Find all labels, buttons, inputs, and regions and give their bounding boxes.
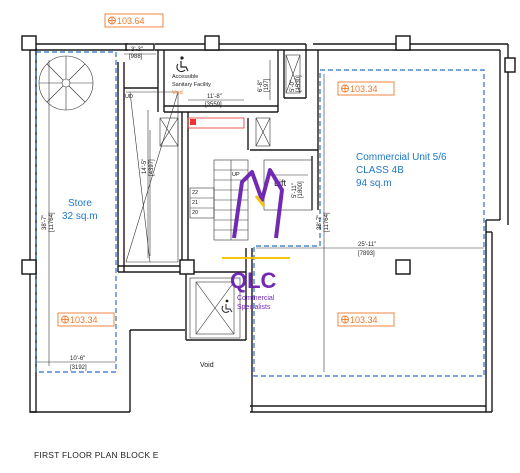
dim-d2: 11'-8" — [207, 94, 222, 100]
logo-line-1: Commercial — [237, 295, 275, 302]
qlc-logo: QLC Commercial Specialists — [222, 168, 290, 311]
commercial-unit-class: CLASS 4B — [356, 165, 404, 176]
outer-walls — [29, 43, 509, 413]
plan-caption: FIRST FLOOR PLAN BLOCK E — [34, 450, 159, 460]
dim-d3m: [197] — [264, 78, 270, 92]
store-name: Store — [68, 198, 92, 209]
level-top-text: 103.64 — [117, 16, 145, 26]
dim-d7: 38'-7" — [42, 215, 48, 230]
dim-d1m: [988] — [129, 54, 143, 60]
wheelchair-icon — [176, 56, 189, 73]
label-ud: UD — [125, 94, 133, 100]
unit-boundaries — [35, 51, 485, 377]
level-marker-left-bottom: 103.34 — [57, 312, 115, 327]
commercial-unit-name: Commercial Unit 5/6 — [356, 152, 447, 163]
sanitary-label-1: Accessible — [172, 74, 198, 80]
dim-d5: 14'-5" — [142, 159, 148, 174]
wheelchair-icon-2 — [221, 299, 233, 313]
dim-d3: 6'-8" — [258, 80, 264, 92]
spiral-stair — [38, 49, 94, 111]
logo-mark: QLC — [230, 268, 277, 293]
sanitary-note: Void — [172, 90, 183, 96]
dim-d4m: [1530] — [296, 75, 302, 92]
dim-d5m: [4397] — [149, 159, 155, 176]
dim-d8: 38'-7" — [317, 215, 323, 230]
dimensions: 3'-3" [988] 11'-8" [3559] 6'-8" [197] 5'… — [36, 47, 484, 372]
level-marker-right-top: 103.34 — [337, 81, 395, 96]
dim-d10m: [3192] — [70, 365, 87, 371]
inner-walls — [117, 50, 319, 412]
svg-text:22: 22 — [192, 190, 198, 196]
logo-line-2: Specialists — [237, 304, 271, 311]
level-left-bottom-text: 103.34 — [70, 315, 98, 325]
dim-d7m: [11764] — [49, 212, 55, 232]
lift-shaft — [189, 159, 313, 339]
level-marker-right-bottom: 103.34 — [337, 312, 395, 327]
level-right-bottom-text: 103.34 — [350, 315, 378, 325]
lift-label: Lift — [274, 178, 287, 188]
ramp-area — [125, 91, 179, 263]
dim-d6: 5'-11" — [292, 183, 298, 198]
dim-d9: 25'-11" — [358, 242, 376, 248]
store-area: 32 sq.m — [62, 211, 98, 222]
dim-d2m: [3559] — [205, 102, 222, 108]
sanitary-label-2: Sanitary Facility — [172, 82, 211, 88]
dim-d6m: [1800] — [298, 181, 304, 198]
svg-text:21: 21 — [192, 200, 198, 206]
commercial-unit-area: 94 sq.m — [356, 178, 392, 189]
svg-text:20: 20 — [192, 210, 198, 216]
dim-d1: 3'-3" — [131, 47, 143, 53]
level-right-top-text: 103.34 — [350, 84, 378, 94]
level-marker-top: 103.64 — [104, 13, 164, 28]
dim-d4: 5'-0" — [290, 80, 296, 92]
dim-d8m: [11764] — [324, 212, 330, 232]
dim-d10: 10'-6" — [70, 356, 85, 362]
service-shafts — [159, 54, 301, 147]
label-up: UP — [232, 172, 240, 178]
structural-columns — [21, 35, 516, 275]
floor-plan: 103.64 103.34 103.34 103.34 — [21, 13, 516, 413]
dim-d9m: [7893] — [358, 251, 375, 257]
void-label: Void — [200, 362, 214, 369]
